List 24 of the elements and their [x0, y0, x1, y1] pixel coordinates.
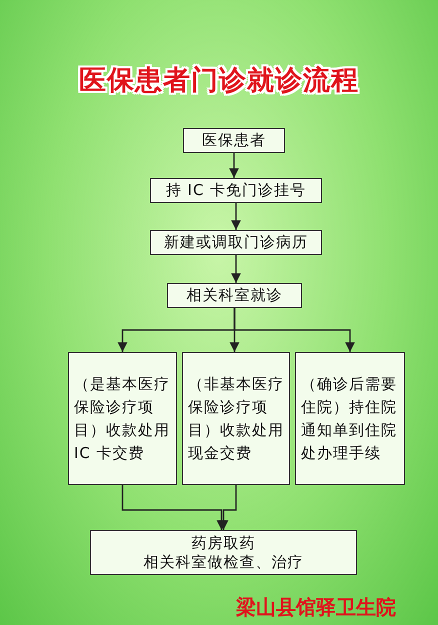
arrow — [231, 255, 241, 283]
box-label: 相关科室就诊 — [186, 286, 282, 305]
process-box — [295, 352, 405, 485]
process-box — [183, 128, 285, 153]
arrow — [234, 308, 355, 352]
box-label: （非基本医疗保险诊疗项目）收款处用现金交费 — [187, 374, 285, 464]
box-label: （确诊后需要住院）持住院通知单到住院处办理手续 — [300, 374, 398, 464]
process-box — [150, 230, 322, 255]
box-label: 药房取药 — [192, 534, 256, 552]
box-label: 新建或调取门诊病历 — [164, 233, 308, 252]
box-label: 医保患者 — [202, 131, 266, 150]
arrow — [218, 485, 237, 530]
process-box — [90, 530, 357, 575]
box-label: （是基本医疗保险诊疗项目）收款处用 IC 卡交费 — [73, 374, 171, 464]
title: 医保患者门诊就诊流程 — [78, 64, 360, 98]
arrow — [231, 203, 241, 230]
arrow — [229, 153, 239, 178]
box-label: 相关科室做检查、治疗 — [144, 552, 304, 572]
process-box — [167, 283, 302, 308]
footer-text: 梁山县馆驿卫生院 — [236, 594, 396, 621]
process-box — [68, 352, 177, 485]
process-box — [182, 352, 290, 485]
process-box — [150, 178, 322, 203]
box-label: 持 IC 卡免门诊挂号 — [166, 181, 306, 200]
